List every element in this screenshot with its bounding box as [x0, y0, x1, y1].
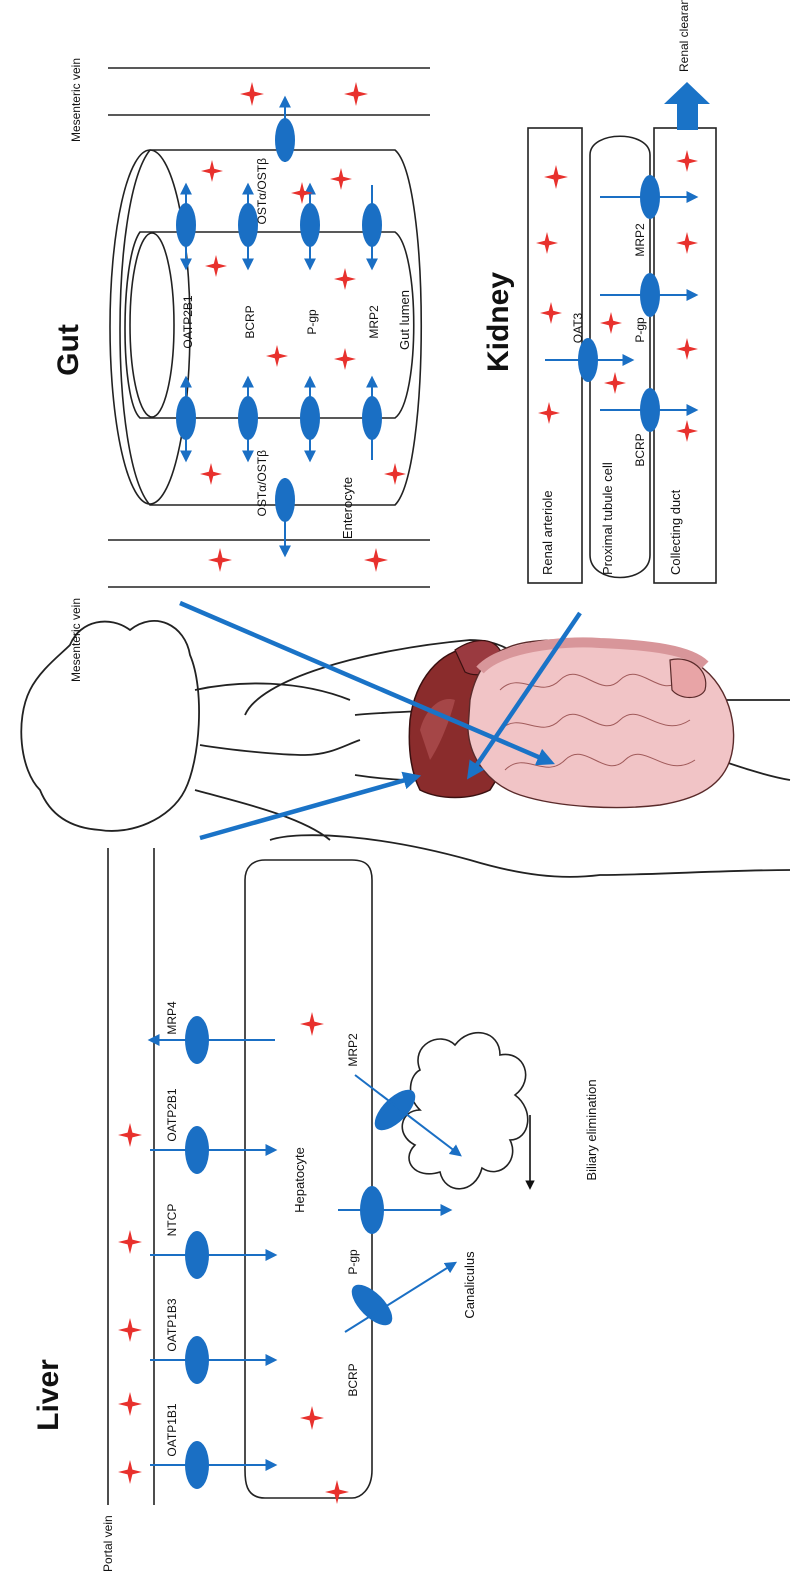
bcrp-liver-label: BCRP [346, 1363, 360, 1396]
mrp2-kidney-label: MRP2 [633, 223, 647, 257]
oatp1b1-label: OATP1B1 [165, 1403, 179, 1456]
gut-transporter-label-mrp2: MRP2 [367, 305, 381, 339]
enterocyte-label: Enterocyte [340, 477, 355, 539]
drug-icon [240, 82, 264, 106]
portal-vein-label: Portal vein [101, 1515, 115, 1572]
drug-icon [544, 165, 568, 189]
drug-icon [118, 1318, 142, 1342]
drug-icon [676, 338, 698, 360]
gut-title: Gut [52, 324, 85, 376]
drug-icon [344, 82, 368, 106]
drug-icon [330, 168, 352, 190]
drug-icon [384, 463, 406, 485]
liver-title: Liver [32, 1359, 65, 1431]
gut-transporter-label-bcrp: BCRP [243, 305, 257, 338]
renal-arteriole-label: Renal arteriole [540, 490, 555, 575]
renal-clearance-label: Renal clearance [677, 0, 691, 72]
gut-transporter-label-pgp: P-gp [305, 309, 319, 335]
gut-lumen-opening [130, 233, 174, 417]
renal-arteriole-box [528, 128, 582, 583]
drug-icon [604, 372, 626, 394]
mrp2-liver-label: MRP2 [346, 1033, 360, 1067]
ntcp-label: NTCP [165, 1204, 179, 1237]
drug-icon [205, 255, 227, 277]
pgp-liver-label: P-gp [346, 1249, 360, 1275]
drug-icon [540, 302, 562, 324]
mesenteric-vein-top-label: Mesenteric vein [69, 58, 83, 142]
kidney-transporters [545, 175, 696, 432]
oatp1b3-label: OATP1B3 [165, 1298, 179, 1351]
drug-icon [118, 1392, 142, 1416]
oatp2b1-liver-label: OATP2B1 [165, 1088, 179, 1141]
head-outline [21, 621, 199, 831]
canaliculus-label: Canaliculus [462, 1251, 477, 1319]
gut-cylinder-rim [110, 150, 190, 504]
proximal-tubule-label: Proximal tubule cell [600, 462, 615, 575]
drug-icon [300, 1012, 324, 1036]
drug-icon [538, 402, 560, 424]
gut-transporter-label-oatp2b1: OATP2B1 [181, 295, 195, 348]
liver-drugs [118, 1012, 349, 1504]
kidney-title: Kidney [482, 272, 515, 372]
drug-icon [676, 232, 698, 254]
mesenteric-vein-bottom-label: Mesenteric vein [69, 598, 83, 682]
mrp2-liver-arrow [355, 1075, 460, 1155]
drug-icon [208, 548, 232, 572]
drug-icon [325, 1480, 349, 1504]
drug-icon [600, 312, 622, 334]
bcrp-kidney-label: BCRP [633, 433, 647, 466]
drug-icon [300, 1406, 324, 1430]
renal-clearance-arrow [664, 82, 710, 130]
drug-icon [118, 1230, 142, 1254]
canaliculus-cloud [402, 1033, 527, 1189]
drug-icon [118, 1123, 142, 1147]
ost-label-bottom: OSTα/OSTβ [255, 450, 269, 517]
drug-icon [118, 1460, 142, 1484]
pgp-kidney-label: P-gp [633, 317, 647, 343]
hepatocyte-label: Hepatocyte [292, 1147, 307, 1213]
biliary-elimination-label: Biliary elimination [584, 1079, 599, 1180]
drug-icon [266, 345, 288, 367]
liver-to-body-arrow [200, 777, 416, 838]
liver-efflux-transporters [338, 1075, 460, 1332]
left-shoulder-outline [200, 740, 360, 755]
drug-icon [676, 150, 698, 172]
drug-icon [201, 160, 223, 182]
mrp4-label: MRP4 [165, 1001, 179, 1035]
drug-icon [200, 463, 222, 485]
ost-label-top: OSTα/OSTβ [255, 158, 269, 225]
drug-icon [676, 420, 698, 442]
drug-icon [334, 268, 356, 290]
drug-icon [334, 348, 356, 370]
collecting-duct-label: Collecting duct [668, 489, 683, 575]
hepatocyte-box [245, 860, 372, 1498]
right-arm-outline [270, 835, 790, 877]
drug-icon [364, 548, 388, 572]
gut-lumen-label: Gut lumen [397, 290, 412, 350]
drug-icon [536, 232, 558, 254]
torso-top-outline [195, 683, 350, 700]
oat3-label: OAT3 [571, 312, 585, 343]
